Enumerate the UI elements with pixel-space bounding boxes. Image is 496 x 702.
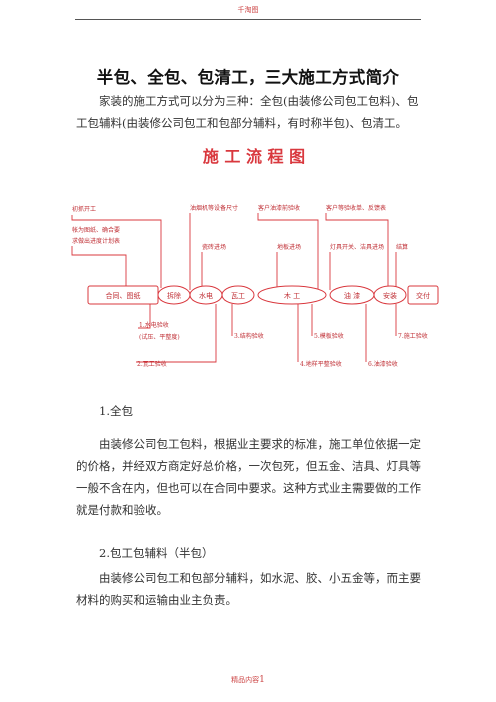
section-2-body: 由装修公司包工和包部分辅料，如水泥、胶、小五金等，而主要材料的购买和运输由业主负… <box>76 567 422 611</box>
flow-diagram: 施 工 流 程 图 初抓开工 帐为图纸、确合要 求做出进度计划表 油烟机等设备尺… <box>66 140 442 385</box>
connector-b1 <box>138 304 151 329</box>
section-2-body-text: 由装修公司包工和包部分辅料，如水泥、胶、小五金等，而主要材料的购买和运输由业主负… <box>76 571 421 607</box>
top-label-final: 结算 <box>396 243 408 251</box>
stage-box-carpentry <box>257 285 327 305</box>
bottom-label-b3: 3.结构验收 <box>234 332 264 340</box>
stage-label-tile: 瓦工 <box>231 292 245 300</box>
section-1-heading-text: 1.全包 <box>99 404 133 418</box>
page-number: 1 <box>259 675 265 685</box>
bottom-label-b1a: 1.水电验收 <box>139 321 169 329</box>
stage-label-carpentry: 木 工 <box>284 291 300 300</box>
connector-design <box>71 215 162 288</box>
stage-box-tile <box>221 285 255 305</box>
top-label-wood: 地板进场 <box>277 243 301 251</box>
section-2-heading: 2.包工包辅料（半包） <box>76 542 422 564</box>
connector-accept <box>325 213 389 290</box>
top-label-lamp: 灯具开关、洁具进场 <box>330 243 384 251</box>
header-text: 千淘图 <box>237 6 259 14</box>
connector-paint <box>257 213 319 290</box>
bottom-label-b6: 6.油漆验收 <box>368 360 398 368</box>
intro-text: 家装的施工方式可以分为三种：全包(由装修公司包工包料)、包工包辅料(由装修公司包… <box>76 94 419 130</box>
connector-b2 <box>136 304 217 363</box>
intro-paragraph: 家装的施工方式可以分为三种：全包(由装修公司包工包料)、包工包辅料(由装修公司包… <box>76 90 422 134</box>
header-rule <box>75 19 421 20</box>
bottom-label-b4: 4.地样平整验收 <box>300 360 342 368</box>
bottom-label-b2: 2.瓦工验收 <box>137 360 167 368</box>
section-1-body-text: 由装修公司包工包料，根据业主要求的标准，施工单位依据一定的价格，并经双方商定好总… <box>76 437 421 517</box>
bottom-label-b5: 5.模板验收 <box>314 332 344 340</box>
upper-guide <box>96 177 428 277</box>
section-1-body: 由装修公司包工包料，根据业主要求的标准，施工单位依据一定的价格，并经双方商定好总… <box>76 433 422 521</box>
top-label-paint-confirm: 客户油漆前验收 <box>258 204 300 212</box>
section-2-heading-text: 2.包工包辅料（半包） <box>99 546 214 560</box>
page-header: 千淘图 <box>0 5 496 15</box>
diagram-title: 施 工 流 程 图 <box>203 147 305 166</box>
stage-label-contract: 合同、图纸 <box>106 291 141 300</box>
top-label-design: 初抓开工 <box>72 205 96 213</box>
section-1-heading: 1.全包 <box>76 400 422 422</box>
page-title: 半包、全包、包清工，三大施工方式简介 <box>96 68 400 87</box>
connector-design-note <box>71 246 127 288</box>
top-label-design-note1: 帐为图纸、确合要 <box>72 226 120 234</box>
bottom-label-b7: 7.施工验收 <box>398 332 428 340</box>
stage-label-demolish: 拆除 <box>167 291 181 300</box>
stage-label-plumbing: 水电 <box>199 291 213 300</box>
stage-box-delivery <box>407 285 439 305</box>
stage-label-install: 安装 <box>383 291 397 300</box>
top-label-acceptance: 客户等验收单、反馈表 <box>326 204 386 212</box>
footer-text: 精品内容 <box>231 676 260 684</box>
page-footer: 精品内容1 <box>0 675 496 685</box>
top-label-design-note2: 求做出进度计划表 <box>72 237 120 245</box>
top-label-cabinet: 油烟机等设备尺寸 <box>190 204 238 212</box>
flow-diagram-svg: 施 工 流 程 图 初抓开工 帐为图纸、确合要 求做出进度计划表 油烟机等设备尺… <box>71 147 439 368</box>
stage-box-install <box>373 285 407 305</box>
stage-label-paint: 油 漆 <box>344 291 360 300</box>
bottom-label-b1b: (试压、平整度) <box>139 333 180 341</box>
top-label-tile: 瓷砖进场 <box>202 243 226 251</box>
stage-label-delivery: 交付 <box>416 291 430 300</box>
